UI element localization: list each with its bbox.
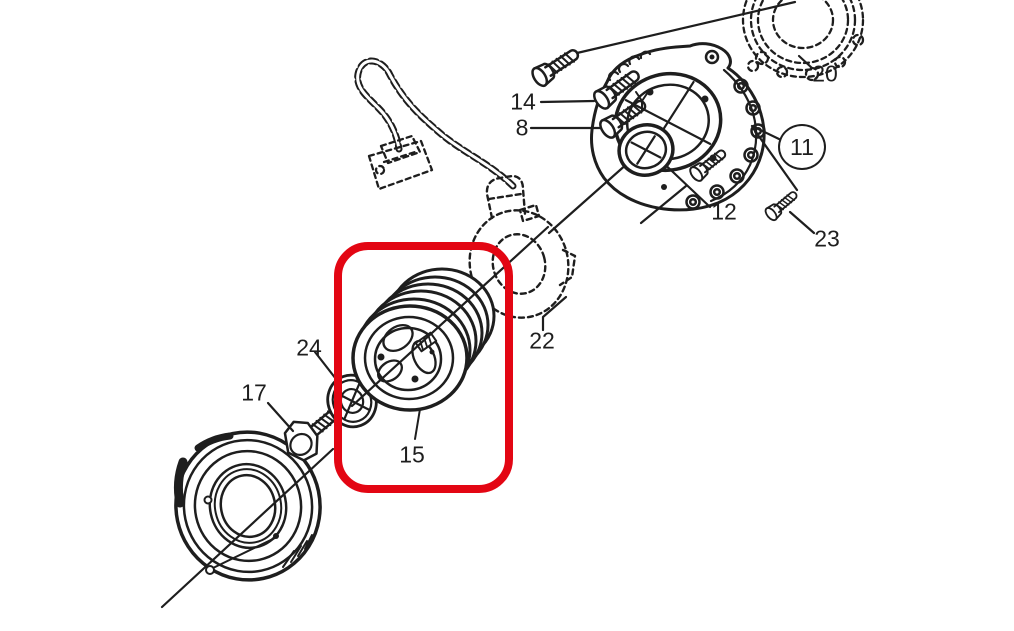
leader-line-23 xyxy=(788,210,816,235)
part-label-22: 22 xyxy=(529,327,555,354)
damper-axis-line xyxy=(160,447,335,609)
leader-line-14 xyxy=(539,99,596,104)
gear-20-drawing xyxy=(741,0,865,82)
bolt-top-left-drawing xyxy=(528,43,584,90)
bolt-axis-line xyxy=(639,184,688,225)
leader-line-24 xyxy=(313,350,338,381)
seal-12-drawing xyxy=(617,123,675,177)
part-label-14: 14 xyxy=(510,88,536,115)
part-label-23: 23 xyxy=(814,225,840,252)
leader-line-11 xyxy=(750,124,781,141)
part-label-8: 8 xyxy=(515,114,529,141)
damper-pulley-drawing xyxy=(160,430,335,609)
pulley-15-drawing xyxy=(351,267,496,412)
part-label-11-text: 11 xyxy=(790,133,814,160)
part-label-15: 15 xyxy=(399,441,425,468)
pulley-axis-line xyxy=(350,225,550,408)
leader-line-17 xyxy=(266,401,295,433)
wire-connector-drawing xyxy=(367,134,434,191)
part-label-11: 11 xyxy=(778,124,826,170)
leader-lines-top xyxy=(529,0,816,235)
part-label-12: 12 xyxy=(711,198,737,225)
highlight-box xyxy=(334,242,513,493)
leader-line-20 xyxy=(797,54,814,70)
part-label-20: 20 xyxy=(812,60,838,87)
bolt-23-axis-line xyxy=(751,126,799,192)
leader-line-top-cutoff xyxy=(575,0,797,55)
leader-line-15 xyxy=(414,408,421,440)
leader-line-22 xyxy=(541,295,568,332)
clutch-wire-drawing xyxy=(354,57,517,191)
part-label-17: 17 xyxy=(241,379,267,406)
part-label-24: 24 xyxy=(296,334,322,361)
seal-axis-line xyxy=(547,153,639,235)
